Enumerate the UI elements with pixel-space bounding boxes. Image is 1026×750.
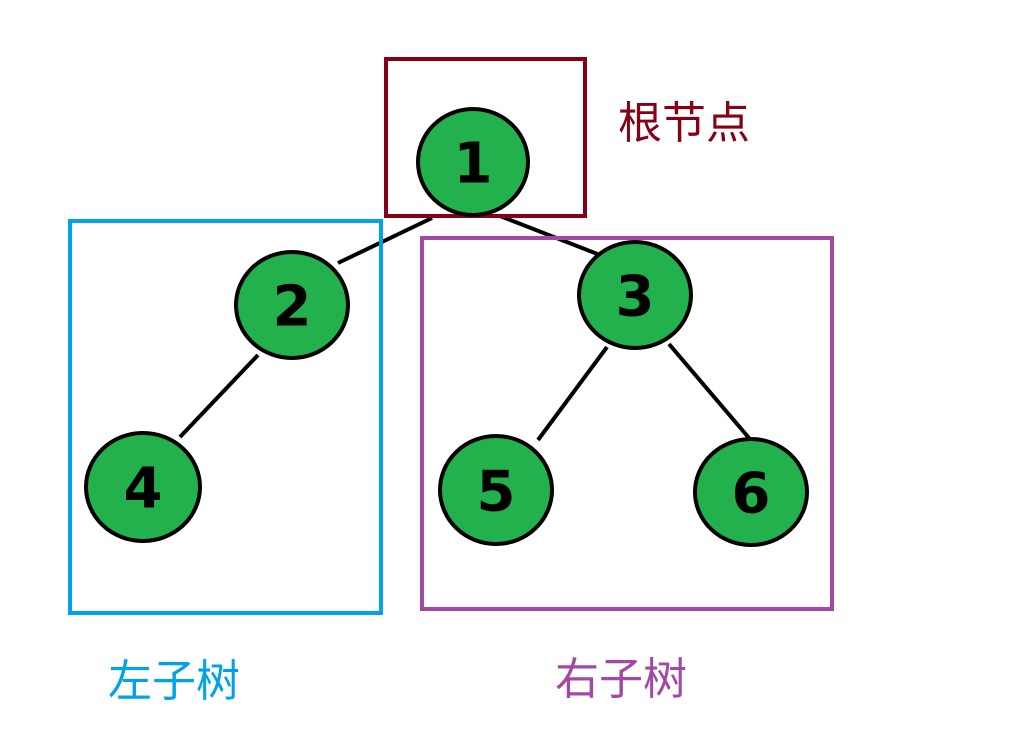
node-label: 6	[732, 462, 771, 527]
right-subtree-caption: 右子树	[555, 654, 687, 705]
node-label: 5	[477, 460, 516, 525]
node-label: 2	[273, 275, 312, 340]
root-box	[384, 57, 587, 218]
tree-node: 6	[693, 437, 809, 547]
left-subtree-caption: 左子树	[108, 656, 240, 707]
edge-3-6	[667, 342, 751, 440]
tree-node: 5	[438, 434, 554, 546]
edge-3-5	[536, 345, 609, 442]
node-label: 4	[124, 457, 163, 522]
tree-nodes: 1 2 3 4 5 6	[84, 107, 809, 547]
edge-2-4	[178, 353, 260, 439]
right-subtree-box	[420, 236, 834, 611]
node-circle	[84, 431, 202, 543]
node-label: 3	[616, 265, 655, 330]
node-circle	[416, 107, 530, 217]
tree-node: 3	[577, 240, 693, 350]
left-subtree-box	[68, 219, 383, 615]
tree-node: 2	[234, 250, 350, 360]
edge-1-3	[499, 214, 601, 257]
node-circle	[234, 250, 350, 360]
node-circle	[693, 437, 809, 547]
tree-node: 4	[84, 431, 202, 543]
edge-1-2	[337, 216, 433, 265]
node-label: 1	[454, 132, 493, 197]
tree-edges	[178, 214, 751, 442]
tree-node: 1	[416, 107, 530, 217]
node-circle	[577, 240, 693, 350]
root-node-caption: 根节点	[618, 98, 750, 149]
node-circle	[438, 434, 554, 546]
